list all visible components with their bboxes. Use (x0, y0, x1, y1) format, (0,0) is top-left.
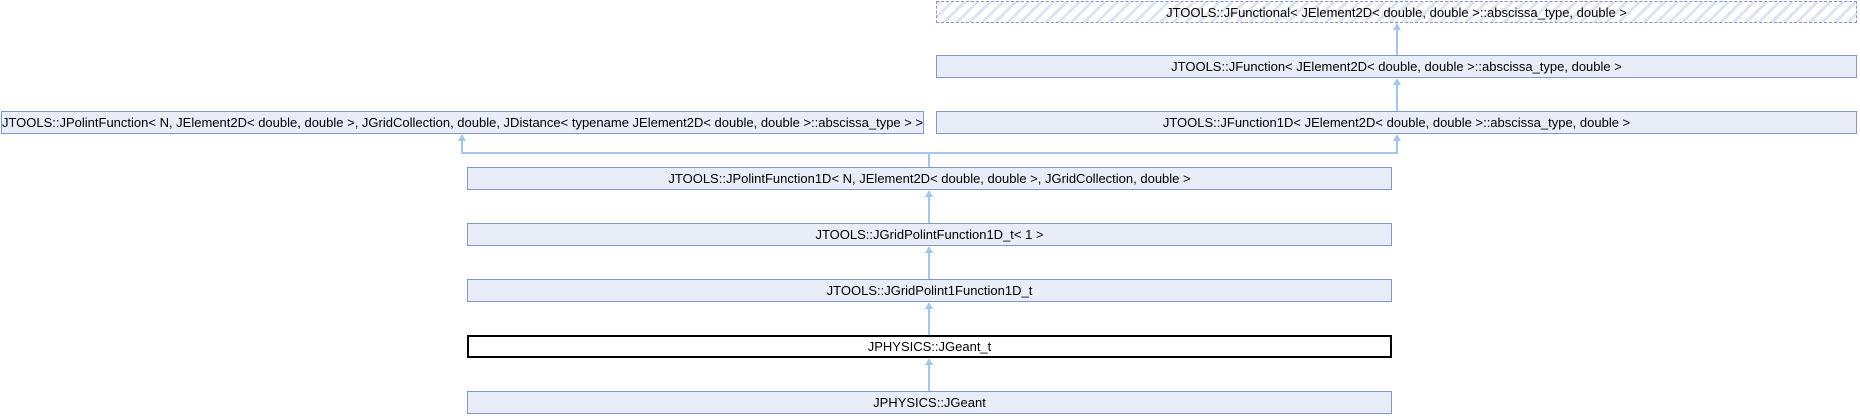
inheritance-arrow-icon (925, 190, 933, 197)
node-jtools-jgridpolint1function1d-t[interactable]: JTOOLS::JGridPolint1Function1D_t (467, 279, 1392, 302)
node-label: JPHYSICS::JGeant (873, 395, 986, 410)
node-label: JTOOLS::JGridPolint1Function1D_t (826, 283, 1033, 298)
node-label: JTOOLS::JFunction< JElement2D< double, d… (1171, 59, 1622, 74)
node-label: JTOOLS::JPolintFunction1D< N, JElement2D… (668, 171, 1191, 186)
edge-line (461, 141, 463, 152)
inheritance-arrow-icon (925, 358, 933, 365)
inheritance-arrow-icon (925, 302, 933, 309)
node-label: JTOOLS::JPolintFunction< N, JElement2D< … (1, 115, 924, 130)
node-jphysics-jgeant[interactable]: JPHYSICS::JGeant (467, 391, 1392, 414)
node-jtools-jfunction[interactable]: JTOOLS::JFunction< JElement2D< double, d… (936, 55, 1857, 78)
edge-line (928, 197, 930, 223)
edge-line (1396, 141, 1398, 152)
edge-line (1396, 85, 1398, 111)
node-label: JTOOLS::JFunction1D< JElement2D< double,… (1162, 115, 1631, 130)
edge-line (928, 253, 930, 279)
node-label: JPHYSICS::JGeant_t (867, 339, 992, 354)
node-jtools-jpolintfunction1d[interactable]: JTOOLS::JPolintFunction1D< N, JElement2D… (467, 167, 1392, 190)
edge-line (928, 152, 930, 167)
edge-line (928, 309, 930, 335)
node-label: JTOOLS::JFunctional< JElement2D< double,… (1166, 4, 1627, 20)
inheritance-arrow-icon (1393, 23, 1401, 30)
inheritance-arrow-icon (1393, 78, 1401, 85)
edge-line (1396, 30, 1398, 55)
inheritance-arrow-icon (925, 246, 933, 253)
node-jtools-jpolintfunction[interactable]: JTOOLS::JPolintFunction< N, JElement2D< … (1, 111, 924, 134)
inheritance-arrow-icon (1393, 134, 1401, 141)
node-label: JTOOLS::JGridPolintFunction1D_t< 1 > (815, 227, 1044, 242)
edge-line (928, 365, 930, 391)
node-jtools-jfunction1d[interactable]: JTOOLS::JFunction1D< JElement2D< double,… (936, 111, 1857, 134)
node-jtools-jfunctional: JTOOLS::JFunctional< JElement2D< double,… (936, 1, 1857, 23)
inheritance-arrow-icon (458, 134, 466, 141)
node-jphysics-jgeant-t-current: JPHYSICS::JGeant_t (467, 335, 1392, 358)
node-jtools-jgridpolintfunction1d-t[interactable]: JTOOLS::JGridPolintFunction1D_t< 1 > (467, 223, 1392, 246)
